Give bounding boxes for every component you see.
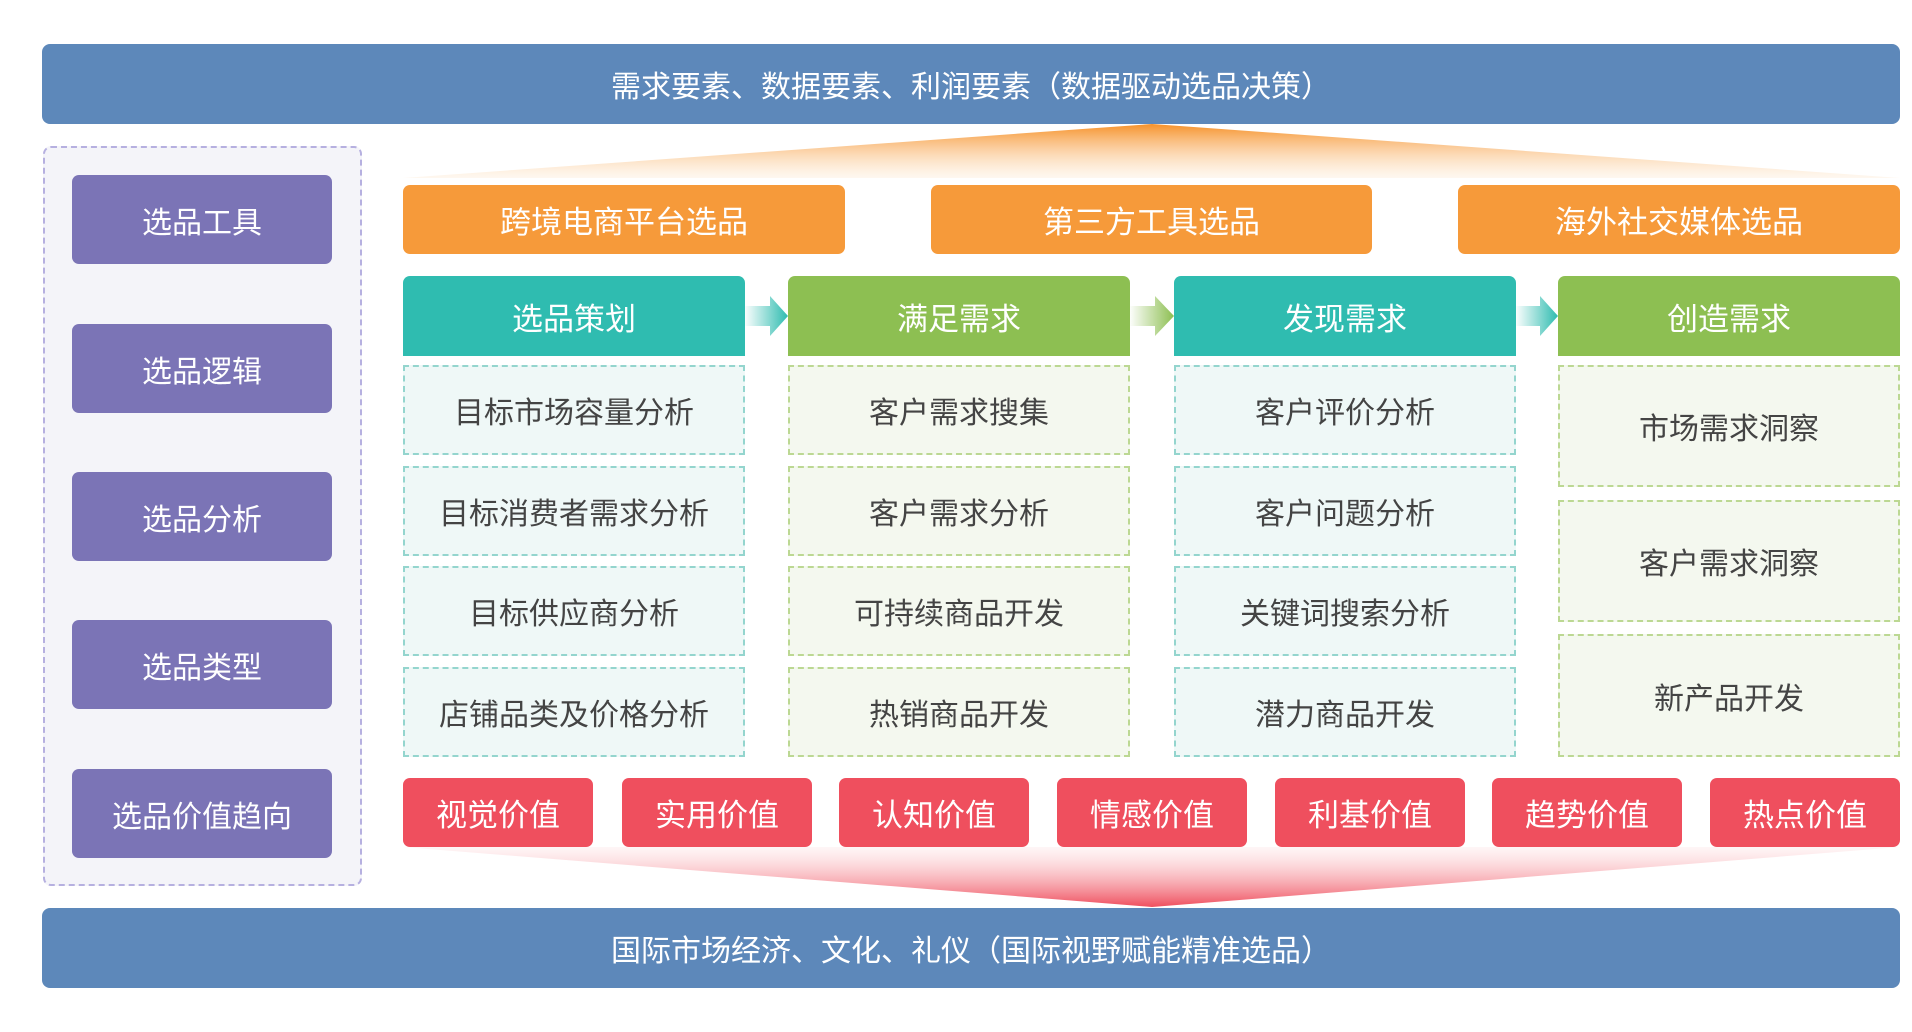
cell: 客户问题分析 [1174,466,1516,556]
cell: 客户需求洞察 [1558,500,1900,622]
top-banner: 需求要素、数据要素、利润要素（数据驱动选品决策） [42,44,1900,124]
cell: 店铺品类及价格分析 [403,667,745,757]
cell: 客户需求搜集 [788,365,1130,455]
orange-fan [403,124,1900,178]
value-box: 利基价值 [1275,778,1465,847]
column-header: 满足需求 [788,276,1130,356]
value-box: 实用价值 [622,778,812,847]
value-box: 热点价值 [1710,778,1900,847]
column-header: 选品策划 [403,276,745,356]
left-label-tools: 选品工具 [72,175,332,264]
left-label-logic: 选品逻辑 [72,324,332,413]
cell: 潜力商品开发 [1174,667,1516,757]
column-header: 创造需求 [1558,276,1900,356]
cell: 目标供应商分析 [403,566,745,656]
value-box: 视觉价值 [403,778,593,847]
cell: 热销商品开发 [788,667,1130,757]
cell: 可持续商品开发 [788,566,1130,656]
cell: 关键词搜索分析 [1174,566,1516,656]
tool-box: 第三方工具选品 [931,185,1372,254]
left-label-analysis: 选品分析 [72,472,332,561]
arrow-3 [1515,296,1558,336]
bottom-banner: 国际市场经济、文化、礼仪（国际视野赋能精准选品） [42,908,1900,988]
tool-box: 海外社交媒体选品 [1458,185,1900,254]
column-header: 发现需求 [1174,276,1516,356]
tool-box: 跨境电商平台选品 [403,185,845,254]
left-label-type: 选品类型 [72,620,332,709]
cell: 目标消费者需求分析 [403,466,745,556]
value-box: 情感价值 [1057,778,1247,847]
value-box: 认知价值 [839,778,1029,847]
cell: 客户需求分析 [788,466,1130,556]
cell: 客户评价分析 [1174,365,1516,455]
red-fan [403,847,1900,907]
arrow-2 [1129,296,1174,336]
value-box: 趋势价值 [1492,778,1682,847]
cell: 新产品开发 [1558,634,1900,757]
left-label-value: 选品价值趋向 [72,769,332,858]
cell: 目标市场容量分析 [403,365,745,455]
cell: 市场需求洞察 [1558,365,1900,487]
arrow-1 [744,296,788,336]
